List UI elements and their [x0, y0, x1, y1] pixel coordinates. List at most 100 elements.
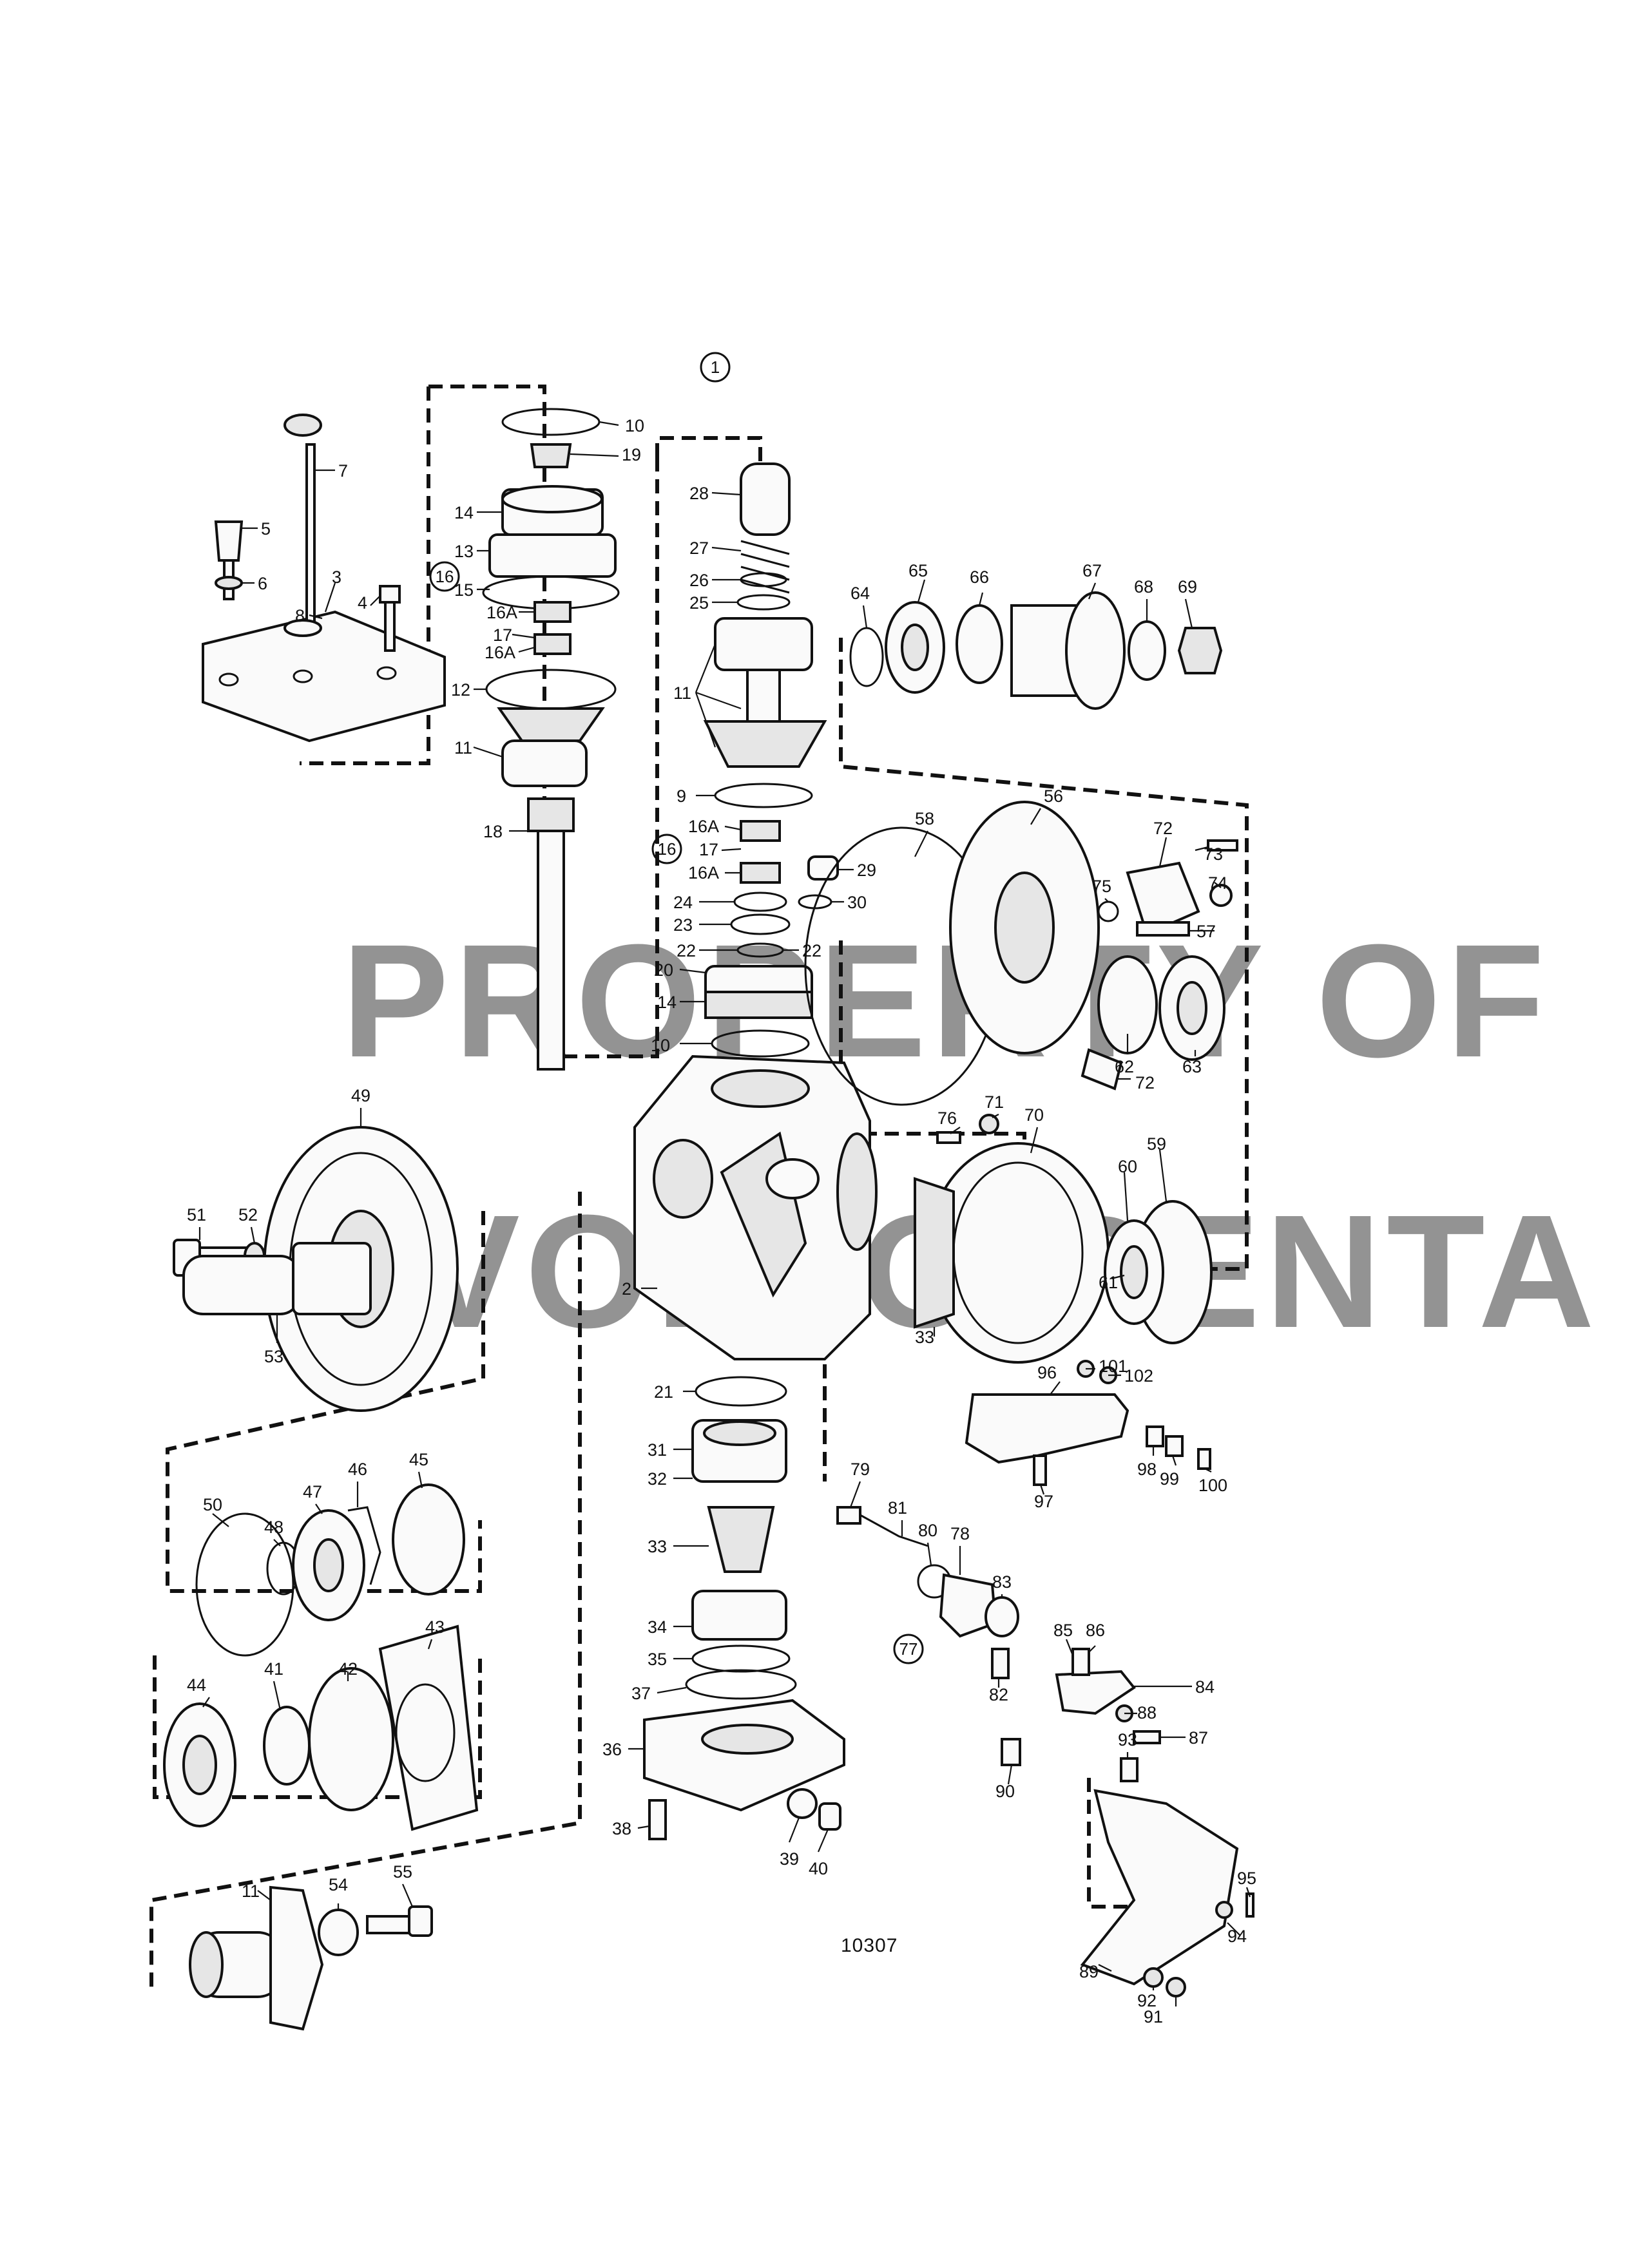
callout-label: 22	[802, 941, 822, 960]
callout-label: 38	[612, 1819, 631, 1838]
callout-label: 92	[1137, 1991, 1157, 2010]
callout-label: 13	[454, 542, 474, 561]
callout-label: 75	[1092, 877, 1111, 896]
callout-label: 11	[242, 1882, 260, 1901]
callout-label: 48	[264, 1518, 283, 1537]
callout-label: 63	[1182, 1057, 1202, 1076]
callout-label: 41	[264, 1659, 283, 1679]
callout-label: 21	[654, 1382, 673, 1402]
callout-circle	[893, 1634, 924, 1664]
callout-label: 16	[436, 567, 454, 586]
callout-label: 32	[648, 1469, 667, 1489]
callout-labels: 1 2 3 4 5 6 7 8 9 10 10 10 11 11 11 11 1…	[187, 352, 1256, 2026]
callout-label: 36	[602, 1740, 622, 1759]
callout-label: 84	[1195, 1677, 1215, 1697]
callout-label: 89	[1079, 1962, 1099, 1981]
callout-label: 43	[425, 1617, 445, 1637]
watermark-line-1: PROPERTY OF	[341, 911, 1550, 1091]
callout-label: 66	[970, 567, 989, 587]
callout-label: 6	[258, 574, 267, 593]
callout-label: 34	[648, 1617, 667, 1637]
callout-label: 22	[677, 941, 696, 960]
callout-label: 47	[303, 1482, 322, 1501]
callout-label: 17	[699, 840, 718, 859]
callout-label: 72	[1135, 1073, 1155, 1092]
callout-label: 100	[1198, 1476, 1227, 1495]
callout-label: 72	[1153, 819, 1173, 838]
callout-label: 16A	[688, 863, 719, 882]
callout-label: 64	[850, 584, 870, 603]
callout-label: 80	[918, 1521, 937, 1540]
callout-label: 14	[454, 503, 474, 522]
callout-label: 96	[1037, 1363, 1057, 1382]
callout-label: 18	[483, 822, 503, 841]
callout-label: 37	[631, 1684, 651, 1703]
callout-label: 87	[1189, 1728, 1208, 1748]
callout-label: 53	[264, 1347, 283, 1366]
callout-label: 51	[187, 1205, 206, 1225]
callout-label: 16A	[485, 643, 515, 662]
callout-label: 19	[622, 445, 641, 464]
callout-label: 7	[338, 461, 348, 481]
callout-label: 10	[625, 416, 644, 435]
callout-label: 10	[651, 1036, 670, 1055]
callout-label: 65	[908, 561, 928, 580]
callout-label: 61	[1099, 1273, 1118, 1292]
callout-label: 44	[187, 1675, 206, 1695]
callout-label: 74	[1208, 873, 1227, 893]
cover-plate	[202, 610, 446, 743]
callout-label: 58	[915, 809, 934, 828]
callout-label: 52	[238, 1205, 258, 1225]
callout-circle	[700, 352, 731, 383]
callout-label: 101	[1099, 1357, 1128, 1376]
callout-label: 5	[261, 519, 271, 538]
callout-label: 17	[493, 625, 512, 645]
callout-label: 69	[1178, 577, 1197, 596]
callout-label: 28	[689, 484, 709, 503]
callout-label: 35	[648, 1650, 667, 1669]
callout-label: 4	[358, 593, 367, 613]
callout-label: 70	[1024, 1105, 1044, 1125]
callout-label: 31	[648, 1440, 667, 1460]
callout-label: 56	[1044, 786, 1063, 806]
callout-label: 25	[689, 593, 709, 613]
callout-label: 16A	[688, 817, 719, 836]
callout-label: 98	[1137, 1460, 1157, 1479]
callout-label: 60	[1118, 1157, 1137, 1176]
callout-label: 59	[1147, 1134, 1166, 1154]
assembly-guide-lines	[149, 385, 1249, 1990]
callout-label: 45	[409, 1450, 428, 1469]
callout-label: 16A	[486, 603, 517, 622]
callout-label: 83	[992, 1572, 1012, 1592]
callout-label: 40	[809, 1859, 828, 1878]
callout-label: 86	[1086, 1621, 1105, 1640]
callout-label: 88	[1137, 1703, 1157, 1722]
callout-label: 2	[622, 1279, 631, 1299]
parts	[163, 408, 1254, 2031]
callout-label: 26	[689, 571, 709, 590]
callout-label: 46	[348, 1460, 367, 1479]
callout-label: 81	[888, 1498, 907, 1518]
callout-label: 85	[1053, 1621, 1073, 1640]
callout-label: 29	[857, 861, 876, 880]
callout-label: 33	[915, 1328, 934, 1347]
callout-label: 9	[677, 786, 686, 806]
callout-label: 11	[454, 738, 472, 758]
callout-label: 99	[1160, 1469, 1179, 1489]
callout-label: 55	[393, 1862, 412, 1882]
callout-label: 95	[1237, 1869, 1256, 1888]
callout-label: 102	[1124, 1366, 1153, 1386]
callout-label: 82	[989, 1685, 1008, 1704]
callout-label: 39	[780, 1849, 799, 1869]
callout-label: 73	[1204, 844, 1223, 864]
callout-label: 57	[1196, 922, 1216, 941]
callout-label: 67	[1082, 561, 1102, 580]
callout-label: 20	[654, 960, 673, 980]
callout-label: 33	[648, 1537, 667, 1556]
callout-label: 79	[850, 1460, 870, 1479]
leader-lines	[198, 421, 1251, 2006]
callout-label: 50	[203, 1495, 222, 1514]
callout-label: 49	[351, 1086, 370, 1105]
figure-number: 10307	[841, 1935, 898, 1956]
